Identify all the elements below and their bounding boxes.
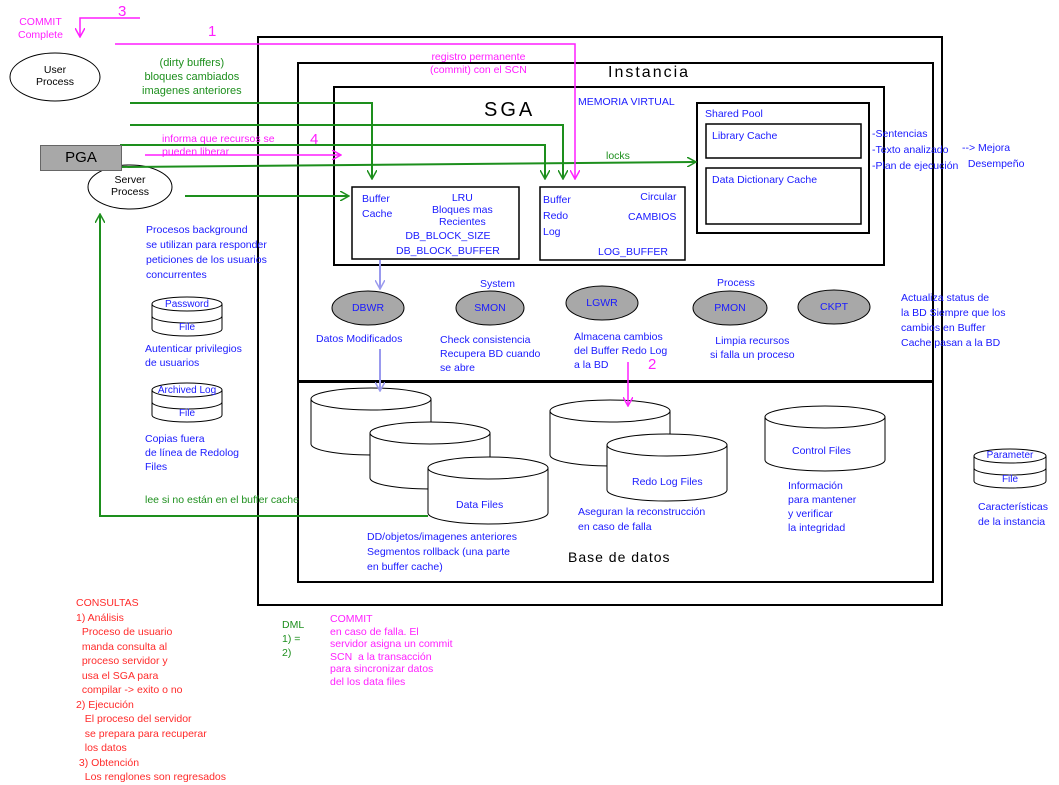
lee-buffer-cache-label: lee si no están en el buffer cache <box>145 494 299 506</box>
user-process-ellipse <box>9 52 101 102</box>
archived-log-top: Archived Log <box>157 385 217 396</box>
sga-title: SGA <box>484 99 536 121</box>
process-label: Process <box>717 277 755 289</box>
redo-log-description: Aseguran la reconstrucción en caso de fa… <box>578 506 706 533</box>
data-file-cylinder-3 <box>427 456 549 525</box>
archived-log-file-cylinder <box>151 382 223 423</box>
copias-label: Copias fuera de línea de Redolog Files <box>145 433 239 473</box>
dml-note: DML 1) = 2) <box>282 619 305 659</box>
pmon-description: Limpia recursos si falla un proceso <box>710 335 795 361</box>
shared-pool-label: Shared Pool <box>705 108 763 120</box>
arrow-1-commit <box>115 43 575 178</box>
control-files-description: Información para mantener y verificar la… <box>788 480 857 534</box>
autenticar-label: Autenticar privilegios de usuarios <box>145 343 242 369</box>
password-file-bottom: File <box>178 322 196 333</box>
archived-log-bottom: File <box>178 408 196 419</box>
sga-box <box>333 86 885 266</box>
shared-pool-contents: -Sentencias -Texto analizado -Plan de ej… <box>872 128 959 172</box>
ckpt-ellipse <box>797 289 871 325</box>
instancia-title: Instancia <box>608 64 691 81</box>
dbwr-ellipse <box>331 290 405 326</box>
arrow-to-redo-buffer <box>130 124 563 178</box>
commit-note: COMMIT en caso de falla. El servidor asi… <box>330 613 453 688</box>
step-4-label: 4 <box>310 131 319 148</box>
pga-box: PGA <box>40 145 122 171</box>
informa-label: informa que recursos se pueden liberar <box>162 133 275 158</box>
lru-label: LRU Bloques mas Recientes <box>432 192 493 228</box>
smon-description: Check consistencia Recupera BD cuando se… <box>440 334 541 374</box>
password-file-top: Password <box>165 299 209 310</box>
smon-ellipse <box>455 290 525 326</box>
control-files-label: Control Files <box>792 445 851 457</box>
log-buffer-label: LOG_BUFFER <box>598 246 669 258</box>
password-file-cylinder <box>151 296 223 337</box>
ckpt-description: Actualiza status de la BD Siempre que lo… <box>901 292 1006 349</box>
lgwr-ellipse <box>565 285 639 321</box>
dbwr-description: Datos Modificados <box>316 333 403 345</box>
pmon-label: PMON <box>714 302 746 314</box>
arrow-read-not-in-cache <box>100 215 428 517</box>
user-process-label: User Process <box>36 64 74 88</box>
dirty-buffers-label: (dirty buffers) bloques cambiados imagen… <box>142 57 242 97</box>
memoria-virtual-label: MEMORIA VIRTUAL <box>578 96 675 108</box>
dbwr-label: DBWR <box>351 302 385 314</box>
arrow-3-commit-complete <box>80 17 140 36</box>
pmon-ellipse <box>692 290 768 326</box>
shared-pool-box <box>696 102 870 234</box>
buffer-cache-box <box>351 186 520 260</box>
smon-label: SMON <box>474 302 506 314</box>
server-process-label: Server Process <box>111 174 149 198</box>
parameter-file-top: Parameter <box>986 450 1034 461</box>
database-box <box>297 381 934 583</box>
lgwr-description: Almacena cambios del Buffer Redo Log a l… <box>574 331 668 371</box>
parameter-file-cylinder <box>973 448 1047 489</box>
data-dictionary-cache-label: Data Dictionary Cache <box>712 174 818 186</box>
step-2-label: 2 <box>648 356 657 373</box>
system-label: System <box>480 278 516 290</box>
data-files-label: Data Files <box>456 499 504 511</box>
arrow-dirty-to-buffer-cache <box>130 102 372 178</box>
ddc-box <box>705 167 862 225</box>
db-block-params: DB_BLOCK_SIZE DB_BLOCK_BUFFER <box>396 230 500 257</box>
redo-buffer-label: Buffer Redo Log <box>543 194 571 238</box>
step-1-label: 1 <box>208 23 217 40</box>
ckpt-label: CKPT <box>819 301 848 313</box>
arrow-locks <box>119 162 695 168</box>
procesos-background-note: Procesos background se utilizan para res… <box>146 224 267 281</box>
server-process-ellipse <box>87 164 173 210</box>
parameter-file-bottom: File <box>1001 474 1019 485</box>
step-3-label: 3 <box>118 3 127 20</box>
redo-log-files-label: Redo Log Files <box>632 476 703 488</box>
redo-circular-label: Circular CAMBIOS <box>628 191 677 223</box>
data-files-description: DD/objetos/imagenes anteriores Segmentos… <box>367 531 517 573</box>
consultas-note: CONSULTAS 1) Análisis Proceso de usuario… <box>76 597 227 783</box>
caracteristicas-label: Características de la instancia <box>978 501 1049 528</box>
locks-label: locks <box>606 150 630 162</box>
registro-permanente-label: registro permanente (commit) con el SCN <box>430 51 527 76</box>
library-cache-box <box>705 123 862 159</box>
control-file-cylinder <box>764 405 886 472</box>
library-cache-label: Library Cache <box>712 130 778 142</box>
arrow-pga-to-redo <box>120 144 545 178</box>
outer-frame <box>257 36 943 606</box>
base-de-datos-title: Base de datos <box>568 549 671 565</box>
redo-buffer-box <box>539 186 686 261</box>
lgwr-label: LGWR <box>586 297 618 309</box>
redo-log-cylinder-2 <box>606 433 728 502</box>
buffer-cache-label: Buffer Cache <box>362 193 393 220</box>
commit-complete-label: COMMIT Complete <box>18 16 63 41</box>
mejora-desempeno: --> Mejora Desempeño <box>962 142 1025 170</box>
